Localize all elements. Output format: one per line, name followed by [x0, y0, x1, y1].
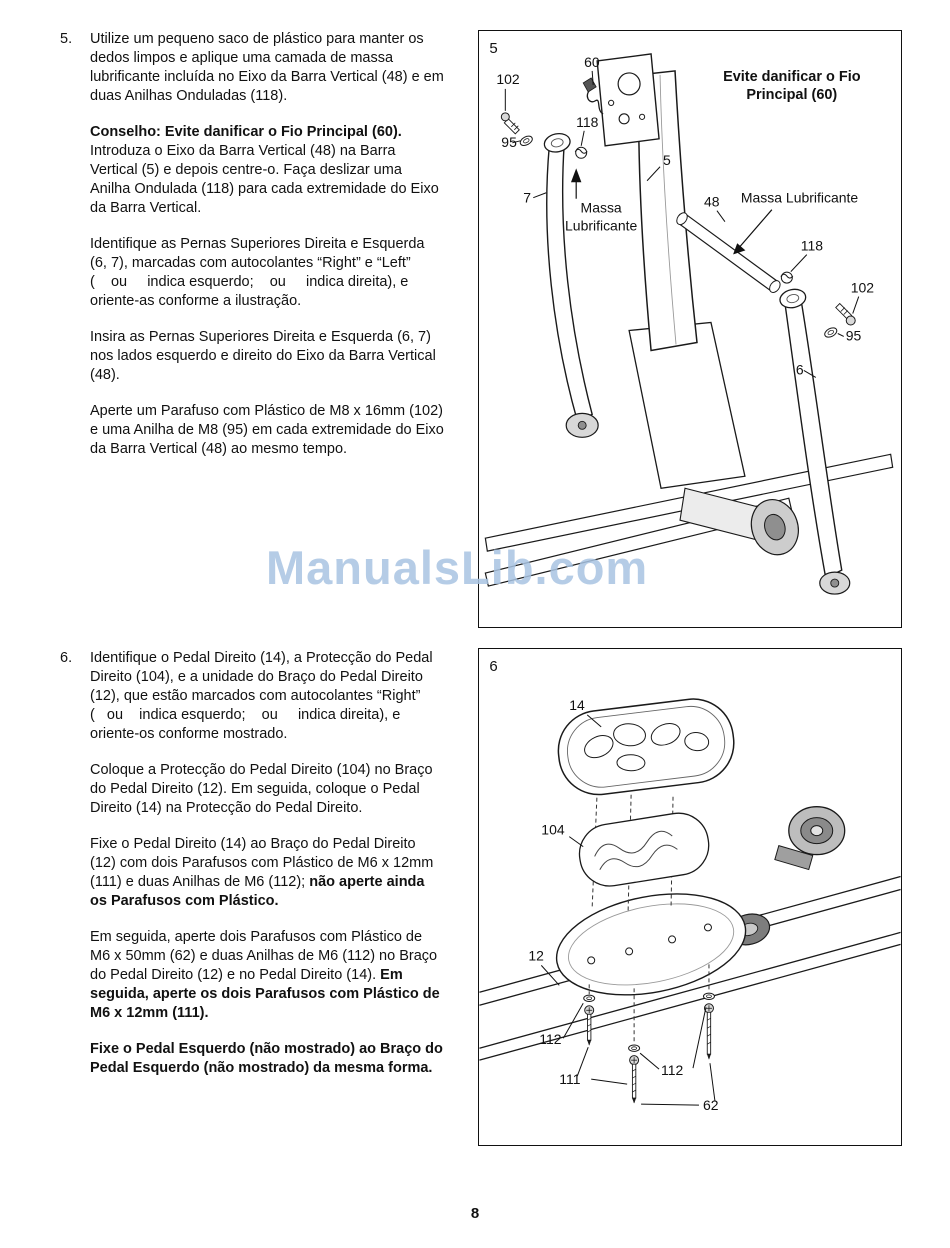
callout-104: 104	[541, 822, 565, 838]
base-frame	[484, 321, 894, 587]
figure-6-drawing: 6 14 104 12 112 111 112 62	[479, 658, 901, 1113]
callout-112-right: 112	[661, 1062, 684, 1078]
callout-118-left: 118	[576, 114, 599, 130]
arm-roller-bracket	[774, 844, 814, 871]
callout-62: 62	[703, 1097, 719, 1113]
step-5-paragraph-2: Conselho: Evite danificar o Fio Principa…	[90, 123, 444, 218]
step-6-paragraph-2: Coloque a Protecção do Pedal Direito (10…	[90, 762, 433, 816]
grease-label-right: Massa Lubrificante	[741, 190, 858, 206]
callout-12: 12	[528, 947, 544, 963]
step-6-p4-start: Em seguida, aperte dois Parafusos com Pl…	[90, 929, 438, 983]
callout-118-right: 118	[801, 238, 824, 254]
washer-112-c	[702, 992, 715, 1000]
screw-62-b	[703, 1003, 714, 1060]
washer-112-a	[583, 994, 596, 1002]
step-6-p3-bold: não aperte ainda os Parafusos com Plásti…	[90, 874, 425, 909]
step-6-paragraph-4: Em seguida, aperte dois Parafusos com Pl…	[90, 928, 444, 1023]
step-5-text-block: 5. Utilize um pequeno saco de plástico p…	[60, 30, 444, 459]
figure-5-note-line1: Evite danificar o Fio	[723, 69, 861, 85]
step-6-body: Identifique o Pedal Direito (14), a Prot…	[90, 649, 444, 1078]
callout-111: 111	[559, 1071, 580, 1087]
washer-112-b	[628, 1044, 641, 1052]
vertical-post	[637, 70, 698, 352]
screw-111-a	[584, 1005, 595, 1046]
step-5-tip-rest: Introduza o Eixo da Barra Vertical (48) …	[90, 143, 439, 216]
grease-arrow-left	[570, 168, 582, 199]
grease-label-left-line2: Lubrificante	[565, 218, 637, 234]
step-5-paragraph-5: Aperte um Parafuso com Plástico de M8 x …	[90, 403, 444, 457]
callout-95-left: 95	[501, 134, 517, 150]
figure-5-box: 5 Evite danificar o Fio Principal (60) 1…	[478, 30, 902, 628]
step-6-number: 6.	[60, 650, 73, 666]
callout-112-left: 112	[539, 1031, 562, 1047]
callout-5: 5	[663, 152, 671, 168]
callout-102-left: 102	[496, 71, 520, 87]
step-6: 6. Identifique o Pedal Direito (14), a P…	[60, 649, 444, 1078]
leader-lines	[504, 70, 860, 378]
figure-6-box: 6 14 104 12 112 111 112 62	[478, 648, 902, 1146]
bolt-102-right	[835, 302, 856, 326]
step-6-paragraph-1: Identifique o Pedal Direito (14), a Prot…	[90, 650, 433, 742]
upper-leg-right	[779, 288, 851, 595]
callout-102-right: 102	[851, 280, 875, 296]
grease-label-left-line1: Massa	[581, 200, 622, 216]
bolt-102-left	[500, 112, 520, 135]
arm-roller-wheel	[788, 806, 846, 856]
step-6-p4-bold: Em seguida, aperte os dois Parafusos com…	[90, 967, 440, 1021]
mast-bracket	[596, 53, 660, 147]
pedal-arm-plate	[555, 893, 747, 996]
page-number: 8	[470, 1205, 480, 1222]
callout-7: 7	[523, 190, 531, 206]
callout-14: 14	[569, 697, 585, 713]
washer-95-right	[824, 327, 838, 338]
callout-6: 6	[796, 361, 804, 377]
figure-5-drawing: 5 Evite danificar o Fio Principal (60) 1…	[484, 40, 894, 595]
step-6-paragraph-5: Fixe o Pedal Esquerdo (não mostrado) ao …	[90, 1040, 444, 1078]
pedal-protector	[578, 812, 710, 887]
step-6-paragraph-3: Fixe o Pedal Direito (14) ao Braço do Pe…	[90, 835, 444, 911]
step-5-body: Utilize um pequeno saco de plástico para…	[90, 30, 444, 459]
grease-arrow-right	[733, 209, 773, 255]
upper-leg-left	[543, 132, 599, 438]
figure-6-number: 6	[489, 658, 497, 675]
step-6-text-block: 6. Identifique o Pedal Direito (14), a P…	[60, 649, 444, 1078]
figure-5-note-line2: Principal (60)	[746, 87, 837, 103]
pedal	[557, 698, 735, 796]
step-5-paragraph-1: Utilize um pequeno saco de plástico para…	[90, 31, 444, 104]
step-6-p3-start: Fixe o Pedal Direito (14) ao Braço do Pe…	[90, 836, 434, 890]
step-6-p5-bold: Fixe o Pedal Esquerdo (não mostrado) ao …	[90, 1041, 443, 1076]
step-5-paragraph-3: Identifique as Pernas Superiores Direita…	[90, 236, 425, 309]
screw-62-a	[629, 1055, 640, 1104]
callout-60: 60	[584, 54, 600, 70]
step-5: 5. Utilize um pequeno saco de plástico p…	[60, 30, 444, 459]
callout-48: 48	[704, 194, 720, 210]
washer-95-left	[519, 135, 533, 146]
step-5-tip-bold: Conselho: Evite danificar o Fio Principa…	[90, 124, 402, 140]
wavy-washer-118-right	[780, 271, 794, 284]
wavy-washer-118-left	[574, 146, 588, 159]
leader-lines	[540, 714, 716, 1106]
figure-5-number: 5	[489, 40, 497, 57]
step-5-paragraph-4: Insira as Pernas Superiores Direita e Es…	[90, 329, 436, 383]
step-5-number: 5.	[60, 31, 73, 47]
axle-48	[676, 212, 781, 293]
callout-95-right: 95	[846, 327, 862, 343]
